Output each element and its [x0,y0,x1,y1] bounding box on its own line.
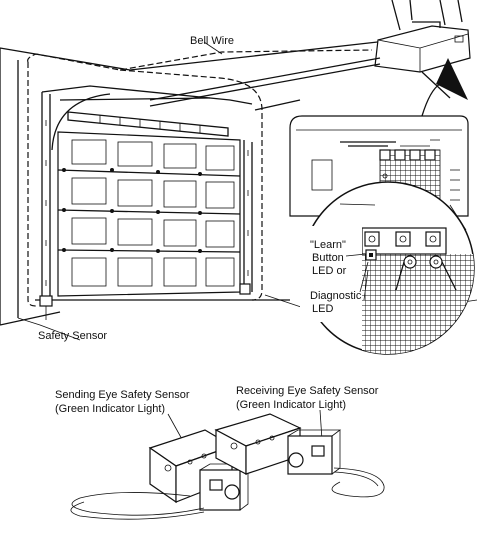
receiving-eye-label-line2: (Green Indicator Light) [236,399,346,411]
learn-button-callout: "Learn" Button LED or Diagnostic LED [300,226,369,322]
receiving-eye-label-line1: Receiving Eye Safety Sensor [236,385,379,397]
opener-motor-unit [374,0,471,73]
garage-door [41,57,381,300]
sending-eye-label-line2: (Green Indicator Light) [55,403,165,415]
callout-arrow [421,58,468,100]
bell-wire [27,41,373,307]
safety-sensor-marks [39,283,251,320]
sending-eye-sensor [70,429,250,520]
sending-eye-label-line1: Sending Eye Safety Sensor [55,389,190,401]
receiving-eye-sensor [214,413,385,498]
button-label: Button [312,252,344,264]
led-label: LED [312,303,333,315]
diagnostic-label: Diagnostic [310,290,362,302]
bell-wire-label: Bell Wire [190,35,234,47]
safety-sensor-label: Safety Sensor [38,330,107,342]
sensor-labels: Sending Eye Safety Sensor (Green Indicat… [55,385,379,451]
learn-label: "Learn" [310,239,346,251]
led-or-label: LED or [312,265,347,277]
